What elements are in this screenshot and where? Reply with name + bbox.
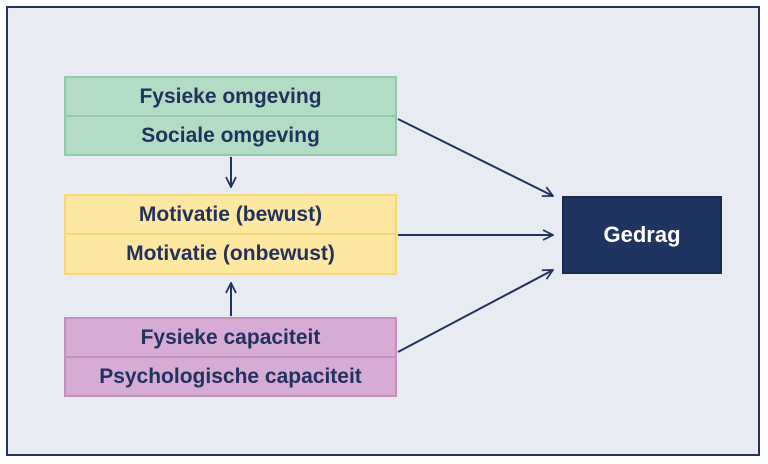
box-psychologische-capaciteit: Psychologische capaciteit [64,356,397,397]
box-fysieke-omgeving: Fysieke omgeving [64,76,397,117]
box-sociale-omgeving: Sociale omgeving [64,115,397,156]
arrow-omgeving-to-gedrag [397,118,553,196]
arrow-capaciteit-to-gedrag [397,270,553,353]
box-motivatie-onbewust: Motivatie (onbewust) [64,233,397,275]
box-gedrag: Gedrag [562,196,722,274]
